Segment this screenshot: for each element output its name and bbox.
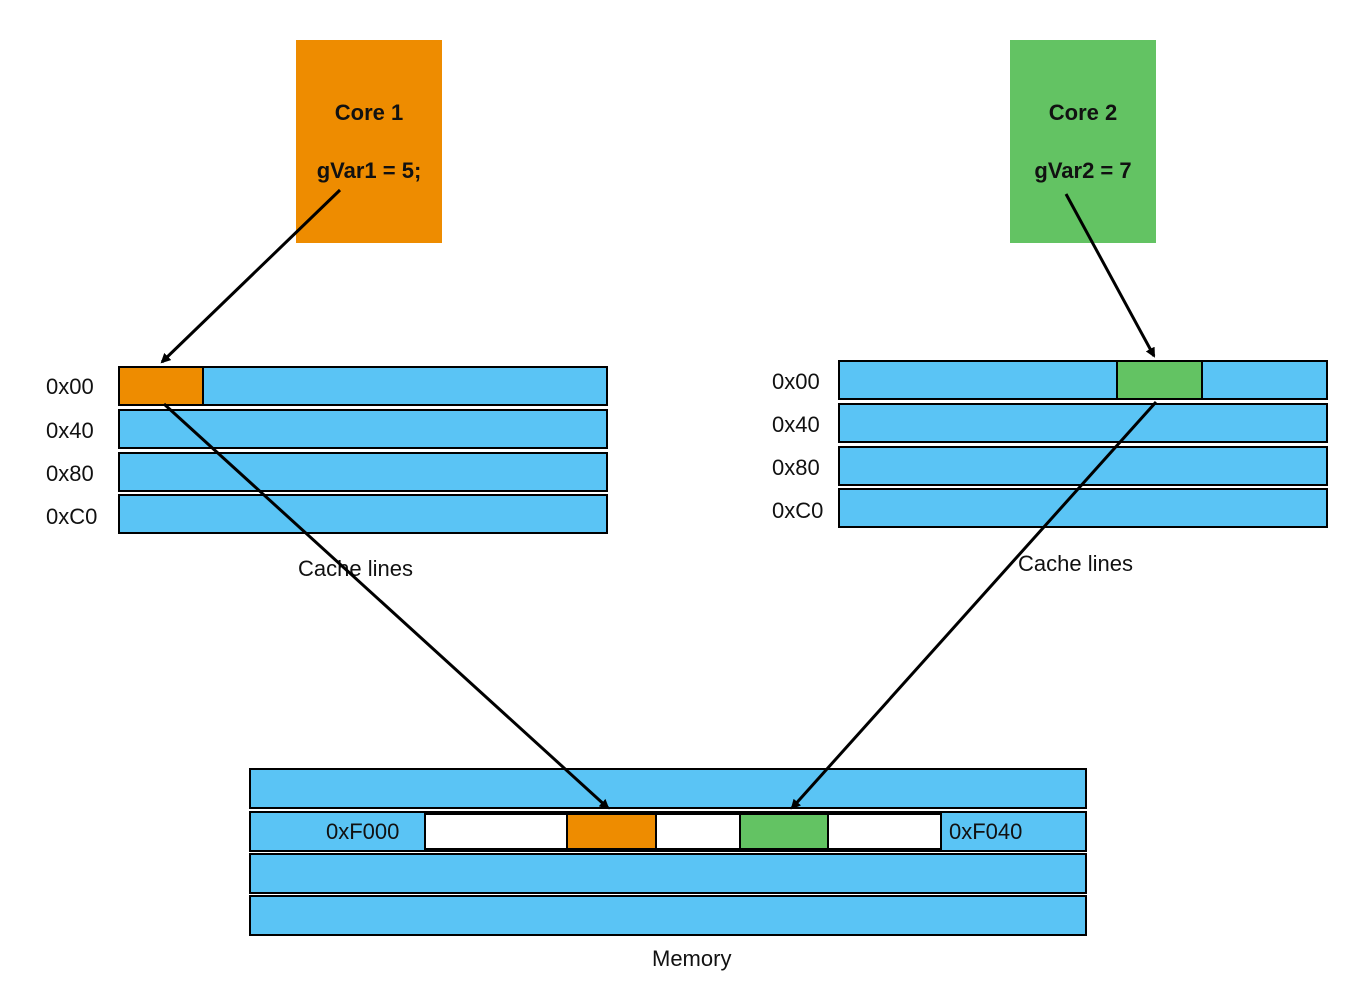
cache-1-address-label: 0x00 bbox=[46, 374, 94, 399]
cache-2-address-label: 0x80 bbox=[772, 455, 820, 480]
arrow-cache2-to-memory bbox=[790, 400, 1158, 810]
core-2-cache bbox=[838, 360, 1328, 530]
arrow-core1-to-cache bbox=[160, 188, 342, 364]
memory-empty-slot bbox=[424, 813, 568, 850]
cache-2-line-0xC0 bbox=[838, 488, 1328, 528]
memory-empty-slot bbox=[827, 813, 942, 850]
cache-2-address-label: 0x40 bbox=[772, 412, 820, 437]
memory-row bbox=[249, 768, 1087, 809]
memory-gvar2-slot bbox=[739, 813, 829, 850]
memory-row bbox=[249, 895, 1087, 936]
cache-1-address-label: 0x80 bbox=[46, 461, 94, 486]
cache-2-address-label: 0xC0 bbox=[772, 498, 824, 523]
memory-empty-slot bbox=[655, 813, 741, 850]
memory-caption: Memory bbox=[652, 946, 732, 971]
gvar1-cache-slot bbox=[118, 366, 204, 406]
cache-2-address-label: 0x00 bbox=[772, 369, 820, 394]
memory-start-address: 0xF000 bbox=[326, 819, 400, 844]
core-1-title: Core 1 bbox=[334, 100, 404, 125]
core-2-title: Core 2 bbox=[1048, 100, 1118, 125]
cache-1-line-0x40 bbox=[118, 409, 608, 449]
cache-1-line-0x80 bbox=[118, 452, 608, 492]
arrow-cache1-to-memory bbox=[162, 402, 610, 810]
core-1-code: gVar1 = 5; bbox=[316, 158, 422, 183]
cache-1-address-label: 0xC0 bbox=[46, 504, 98, 529]
core-2-box: Core 2 gVar2 = 7 bbox=[1010, 40, 1156, 243]
cache-2-caption: Cache lines bbox=[1018, 551, 1133, 576]
cache-2-line-0x40 bbox=[838, 403, 1328, 443]
memory-end-address: 0xF040 bbox=[949, 819, 1023, 844]
gvar2-cache-slot bbox=[1116, 360, 1203, 400]
core-1-cache bbox=[118, 366, 608, 536]
cache-1-line-0xC0 bbox=[118, 494, 608, 534]
core-2-code: gVar2 = 7 bbox=[1034, 158, 1132, 183]
cache-1-address-label: 0x40 bbox=[46, 418, 94, 443]
arrow-core2-to-cache bbox=[1064, 193, 1156, 358]
cache-2-line-0x00 bbox=[838, 360, 1328, 400]
cache-1-line-0x00 bbox=[118, 366, 608, 406]
memory-gvar1-slot bbox=[566, 813, 657, 850]
memory-row bbox=[249, 853, 1087, 894]
